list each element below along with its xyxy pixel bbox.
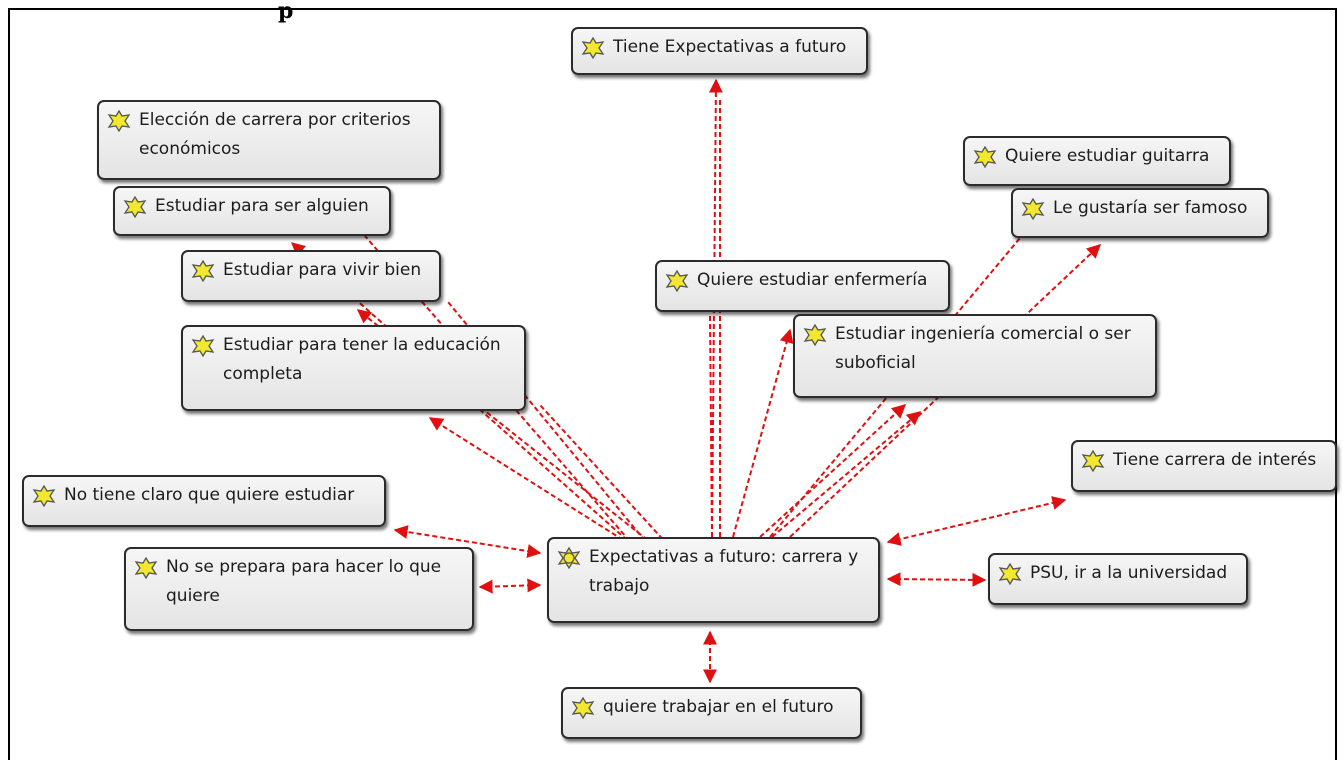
link-line-4 <box>732 328 794 538</box>
code-node-icon <box>665 270 689 292</box>
node-eleccion-carrera[interactable]: Elección de carrera por criterios económ… <box>97 100 441 180</box>
node-label: PSU, ir a la universidad <box>1030 563 1228 583</box>
link-line-3 <box>709 314 713 538</box>
link-line-15 <box>393 525 542 558</box>
link-line-14 <box>539 404 669 546</box>
node-label: Le gustaría ser famoso <box>1053 198 1248 218</box>
node-estudiar-educacion[interactable]: Estudiar para tener la educación complet… <box>181 325 526 411</box>
code-node-icon <box>973 146 997 168</box>
code-node-icon <box>107 110 131 132</box>
node-estudiar-vivir-bien[interactable]: Estudiar para vivir bien <box>181 250 441 302</box>
link-line-10 <box>447 301 656 554</box>
node-label: quiere trabajar en el futuro <box>603 697 834 717</box>
link-line-18 <box>886 496 1067 546</box>
code-node-icon <box>1081 450 1105 472</box>
node-no-tiene-claro[interactable]: No tiene claro que quiere estudiar <box>22 475 386 527</box>
node-label: No se prepara para hacer lo que quiere <box>166 557 442 606</box>
node-label: Estudiar para tener la educación complet… <box>223 335 501 384</box>
header-fragment: p <box>278 0 294 24</box>
node-label: Estudiar para ser alguien <box>155 196 369 216</box>
node-label: Tiene carrera de interés <box>1113 450 1317 470</box>
code-node-icon <box>1021 198 1045 220</box>
link-line-17 <box>886 572 987 587</box>
node-no-se-prepara[interactable]: No se prepara para hacer lo que quiere <box>124 547 474 631</box>
code-node-icon <box>998 563 1022 585</box>
node-tiene-expectativas[interactable]: Tiene Expectativas a futuro <box>571 27 868 75</box>
figure-frame: p <box>8 0 1337 760</box>
code-node-icon <box>191 335 215 357</box>
code-node-icon <box>803 324 827 346</box>
node-ser-famoso[interactable]: Le gustaría ser famoso <box>1011 188 1269 238</box>
node-label: Tiene Expectativas a futuro <box>613 37 847 57</box>
code-node-icon <box>191 260 215 282</box>
node-quiere-guitarra[interactable]: Quiere estudiar guitarra <box>963 136 1231 186</box>
code-node-icon <box>134 557 158 579</box>
link-line-6 <box>771 411 922 538</box>
node-label: Estudiar para vivir bien <box>223 260 422 280</box>
link-line-16 <box>478 578 542 594</box>
node-estudiar-ser-alguien[interactable]: Estudiar para ser alguien <box>113 186 391 236</box>
node-quiere-trabajar[interactable]: quiere trabajar en el futuro <box>561 687 862 739</box>
node-label: Quiere estudiar enfermería <box>697 270 928 290</box>
family-node-icon <box>557 547 581 569</box>
node-label: No tiene claro que quiere estudiar <box>64 485 355 505</box>
node-label: Quiere estudiar guitarra <box>1005 146 1210 166</box>
node-ingenieria-comercial[interactable]: Estudiar ingeniería comercial o ser subo… <box>793 314 1157 398</box>
link-line-9 <box>428 417 652 558</box>
code-node-icon <box>32 485 56 507</box>
code-node-icon <box>571 697 595 719</box>
node-label: Estudiar ingeniería comercial o ser subo… <box>835 324 1131 373</box>
link-line-5 <box>759 404 907 538</box>
node-carrera-interes[interactable]: Tiene carrera de interés <box>1071 440 1337 492</box>
central-node[interactable]: Expectativas a futuro: carrera y trabajo <box>547 537 880 623</box>
node-quiere-enfermeria[interactable]: Quiere estudiar enfermería <box>655 260 950 312</box>
node-psu[interactable]: PSU, ir a la universidad <box>988 553 1248 605</box>
node-label: Elección de carrera por criterios económ… <box>139 110 411 159</box>
central-node-label: Expectativas a futuro: carrera y trabajo <box>589 547 859 596</box>
code-node-icon <box>123 196 147 218</box>
code-node-icon <box>581 37 605 59</box>
